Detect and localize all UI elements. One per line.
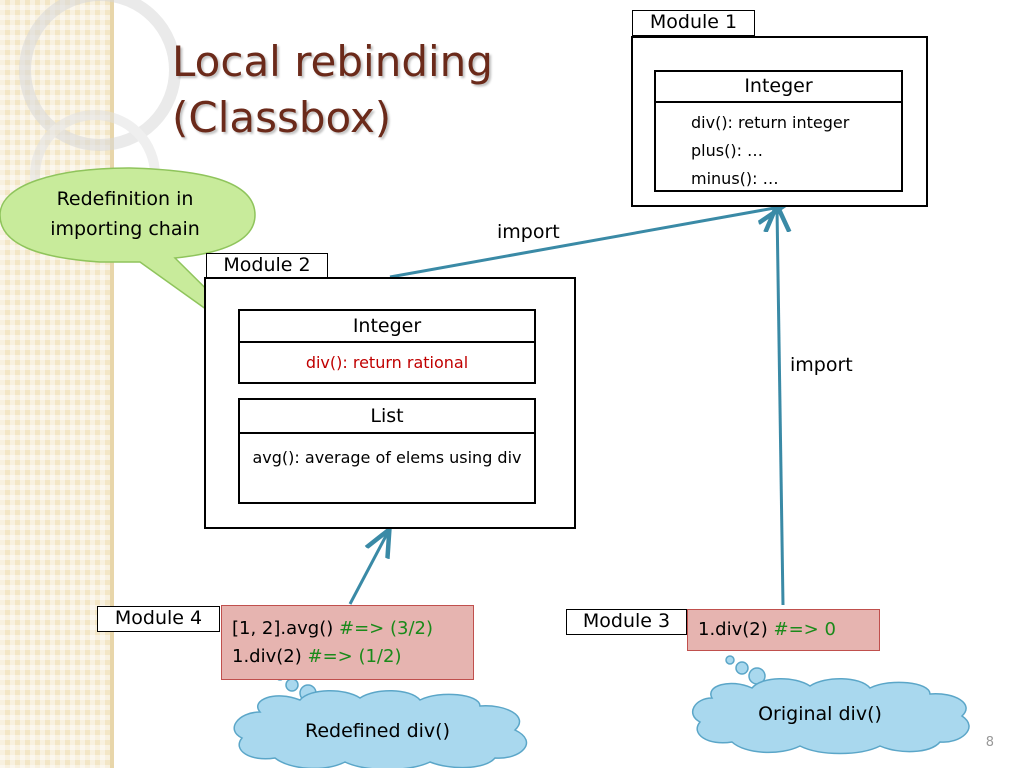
module1-integer-class-methods: div(): return integer plus(): … minus():… <box>654 101 903 192</box>
module4-code-line-2: 1.div(2) #=> (1/2) <box>232 643 463 671</box>
callout-bubble-shape <box>0 167 281 363</box>
import-arrow-module2-to-module1 <box>389 207 780 279</box>
cloud-left-text: Redefined div() <box>305 720 450 742</box>
module2-integer-method-redefined: div(): return rational <box>238 341 536 384</box>
module4-tag: Module 4 <box>97 606 220 632</box>
callout-text: Redefinition in importing chain <box>50 188 200 240</box>
module4-result-1: #=> (3/2) <box>339 618 433 639</box>
import-label-module3: import <box>790 354 853 376</box>
module2-integer-class-header: Integer <box>238 309 536 343</box>
title-line-1: Local rebinding <box>172 37 493 86</box>
slide-title: Local rebinding (Classbox) <box>172 34 592 146</box>
cloud-right-text: Original div() <box>758 703 882 725</box>
module4-expr-1: [1, 2].avg() <box>232 618 339 639</box>
module1-method-minus: minus(): … <box>691 169 779 188</box>
module4-expr-2: 1.div(2) <box>232 646 308 667</box>
module2-tag: Module 2 <box>206 253 328 279</box>
module4-result-2: #=> (1/2) <box>307 646 402 667</box>
module4-code-box: [1, 2].avg() #=> (3/2) 1.div(2) #=> (1/2… <box>221 605 474 680</box>
module1-method-plus: plus(): … <box>691 141 764 160</box>
module3-tag: Module 3 <box>566 609 687 635</box>
arrow-module4-to-module2 <box>348 532 388 605</box>
module3-result: #=> 0 <box>773 619 836 640</box>
module3-expr: 1.div(2) <box>698 619 774 640</box>
import-arrow-module3-to-module1 <box>777 208 783 606</box>
module1-method-div: div(): return integer <box>691 113 850 132</box>
cloud-right-shape <box>691 655 970 755</box>
module4-code-line-1: [1, 2].avg() #=> (3/2) <box>232 615 463 643</box>
module1-integer-class-header: Integer <box>654 70 903 103</box>
title-line-2: (Classbox) <box>172 93 392 142</box>
module1-tag: Module 1 <box>632 10 755 36</box>
module2-list-class-header: List <box>238 398 536 434</box>
import-label-module2: import <box>497 221 560 243</box>
module3-code-box: 1.div(2) #=> 0 <box>687 609 880 651</box>
page-number: 8 <box>985 735 994 750</box>
module2-list-method: avg(): average of elems using div <box>238 432 536 504</box>
sidebar-edge <box>110 0 114 768</box>
